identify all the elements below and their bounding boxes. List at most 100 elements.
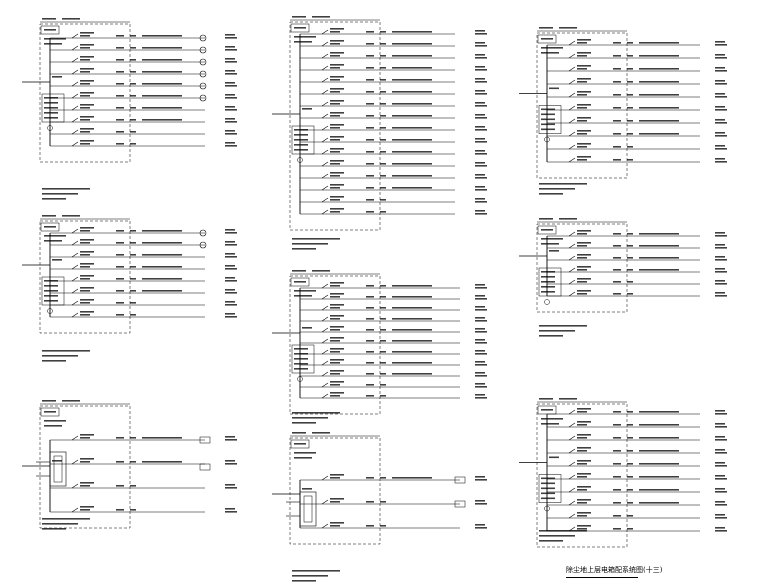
- cable-spec-mark: [142, 242, 182, 244]
- ammeter-icon: [47, 308, 53, 314]
- cable-mark: [613, 68, 621, 70]
- load-label-mark: [475, 375, 487, 377]
- breaker-rating-mark: [330, 326, 344, 328]
- cable-spec-mark: [639, 55, 679, 57]
- incoming-spec-mark: [44, 235, 66, 237]
- breaker-rating-mark: [330, 315, 344, 317]
- drawing-title: 除尘地上层电箱配系统图(十三): [566, 566, 663, 574]
- breaker-rating-mark: [577, 424, 587, 426]
- cable-mark: [366, 477, 374, 479]
- cable-mark: [366, 91, 374, 93]
- breaker-switch-icon: [568, 105, 576, 111]
- cable-spec-mark: [392, 373, 432, 375]
- breaker-rating-mark: [330, 293, 344, 295]
- main-breaker-label: [549, 87, 559, 90]
- breaker-rating-mark: [577, 476, 587, 478]
- cable-mark: [627, 463, 633, 465]
- breaker-switch-icon: [568, 53, 576, 59]
- load-label-mark: [715, 449, 725, 451]
- cable-mark: [366, 187, 374, 189]
- load-label-mark: [475, 201, 487, 203]
- load-label-mark: [715, 235, 727, 237]
- meter-block: [291, 344, 315, 374]
- meter-block-mark: [44, 102, 58, 104]
- load-label-mark: [475, 328, 485, 330]
- breaker-rating-mark: [330, 381, 344, 383]
- meter-block-mark: [541, 123, 555, 126]
- load-label-mark: [225, 304, 237, 306]
- load-label-mark: [715, 295, 727, 297]
- breaker-rating-mark: [330, 151, 340, 153]
- breaker-rating-mark: [330, 64, 344, 66]
- load-label-mark: [225, 241, 235, 243]
- cable-mark: [130, 266, 136, 268]
- breaker-switch-icon: [321, 294, 329, 300]
- cable-spec-mark: [392, 329, 432, 331]
- cable-spec-mark: [142, 59, 182, 61]
- load-label-mark: [475, 350, 485, 352]
- load-label-mark: [475, 177, 487, 179]
- control-cabinet: [299, 491, 317, 527]
- cable-spec-mark: [142, 35, 182, 37]
- load-label-mark: [715, 439, 727, 441]
- breaker-rating-mark: [80, 80, 94, 82]
- cable-spec-mark: [639, 257, 679, 259]
- cable-mark: [366, 285, 374, 287]
- cable-mark: [613, 81, 621, 83]
- incoming-label-box: [537, 34, 557, 44]
- load-label-mark: [715, 67, 725, 69]
- breaker-rating-mark: [80, 458, 94, 460]
- breaker-rating-mark: [577, 156, 591, 158]
- breaker-switch-icon: [321, 316, 329, 322]
- motor-symbol-icon: [199, 34, 207, 42]
- cable-mark: [380, 199, 386, 201]
- meter-block-mark: [541, 128, 555, 131]
- cable-mark: [613, 269, 621, 271]
- ammeter-icon: [544, 299, 550, 305]
- incoming-spec-mark: [294, 452, 316, 454]
- incoming-label-box: [290, 277, 310, 287]
- load-label-mark: [715, 106, 725, 108]
- cable-spec-mark: [392, 127, 432, 129]
- breaker-switch-icon: [71, 93, 79, 99]
- cable-mark: [627, 120, 633, 122]
- cable-mark: [380, 296, 386, 298]
- cable-mark: [613, 133, 621, 135]
- note-line-mark: [539, 193, 563, 195]
- cable-mark: [116, 485, 124, 487]
- cable-mark: [366, 55, 374, 57]
- breaker-rating-mark: [577, 104, 591, 106]
- breaker-switch-icon: [568, 291, 576, 297]
- cable-mark: [130, 83, 136, 85]
- load-label-mark: [475, 54, 485, 56]
- breaker-switch-icon: [71, 240, 79, 246]
- breaker-rating-mark: [577, 450, 587, 452]
- breaker-switch-icon: [568, 422, 576, 428]
- breaker-switch-icon: [71, 33, 79, 39]
- breaker-rating-mark: [80, 485, 90, 487]
- cable-mark: [380, 55, 386, 57]
- breaker-rating-mark: [80, 299, 94, 301]
- cable-mark: [366, 139, 374, 141]
- load-label-mark: [475, 476, 485, 478]
- load-label-mark: [475, 153, 487, 155]
- cable-spec-mark: [639, 463, 679, 465]
- load-label-mark: [715, 122, 727, 124]
- breaker-switch-icon: [568, 243, 576, 249]
- cable-mark: [627, 257, 633, 259]
- breaker-switch-icon: [71, 507, 79, 513]
- breaker-switch-icon: [71, 228, 79, 234]
- breaker-rating-mark: [330, 525, 340, 527]
- cable-spec-mark: [392, 318, 432, 320]
- cable-mark: [613, 437, 621, 439]
- load-label-mark: [715, 504, 727, 506]
- load-label-mark: [225, 34, 235, 36]
- incoming-label-mark: [541, 409, 553, 411]
- cable-mark: [613, 94, 621, 96]
- note-line-mark: [42, 355, 78, 357]
- breaker-rating-mark: [80, 140, 94, 142]
- cable-mark: [116, 314, 124, 316]
- cable-mark: [627, 515, 633, 517]
- breaker-switch-icon: [321, 77, 329, 83]
- cable-mark: [613, 42, 621, 44]
